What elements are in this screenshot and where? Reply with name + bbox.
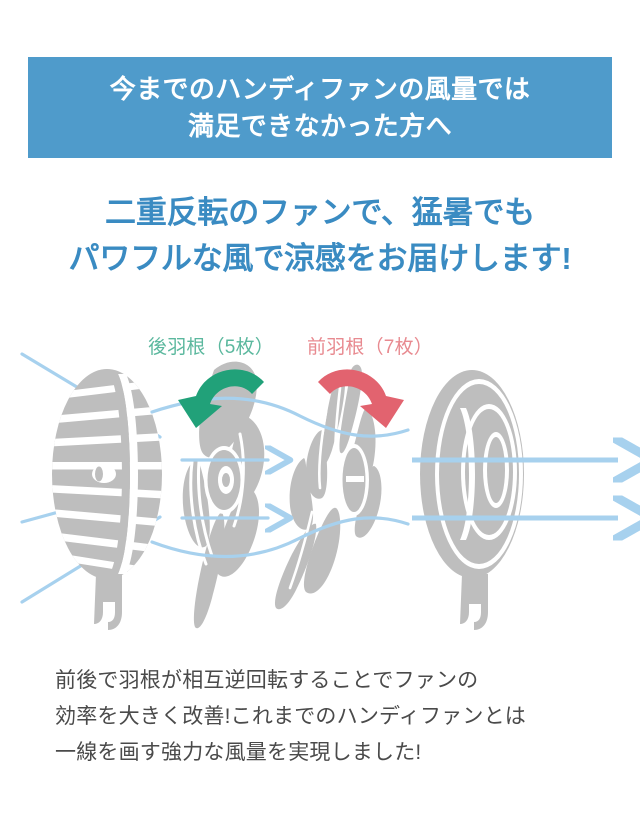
body-line-2: 効率を大きく改善!これまでのハンディファンとは bbox=[55, 705, 526, 729]
rear-blade-label: 後羽根（5枚） bbox=[148, 337, 274, 358]
front-rotation-arrow bbox=[318, 369, 404, 428]
header-banner: 今までのハンディファンの風量では 満足できなかった方へ bbox=[28, 57, 612, 158]
front-grille bbox=[420, 370, 524, 630]
front-blade-label: 前羽根（7枚） bbox=[307, 337, 433, 358]
airflow-inner-arrows bbox=[180, 460, 268, 518]
header-banner-line-1: 今までのハンディファンの風量では bbox=[109, 73, 531, 104]
headline-line-1: 二重反転のファンで、猛暑でも bbox=[105, 195, 535, 230]
body-line-1: 前後で羽根が相互逆回転することでファンの bbox=[55, 669, 479, 692]
rear-impeller bbox=[182, 361, 265, 629]
rear-rotation-arrow bbox=[178, 369, 264, 428]
front-impeller bbox=[274, 364, 382, 610]
body-line-3: 一線を画す強力な風量を実現しました! bbox=[55, 741, 422, 765]
header-banner-line-2: 満足できなかった方へ bbox=[187, 110, 452, 141]
fan-diagram: 後羽根（5枚） 前羽根（7枚） bbox=[0, 312, 640, 652]
body-paragraph: 前後で羽根が相互逆回転することでファンの 効率を大きく改善!これまでのハンディフ… bbox=[55, 663, 595, 771]
airflow-outlet-arrows bbox=[412, 460, 618, 518]
fan-diagram-graphic bbox=[20, 352, 640, 630]
headline-line-2: パワフルな風で涼感をお届けします! bbox=[68, 240, 572, 276]
rear-grille bbox=[52, 369, 162, 630]
headline: 二重反転のファンで、猛暑でも パワフルな風で涼感をお届けします! bbox=[0, 190, 640, 282]
